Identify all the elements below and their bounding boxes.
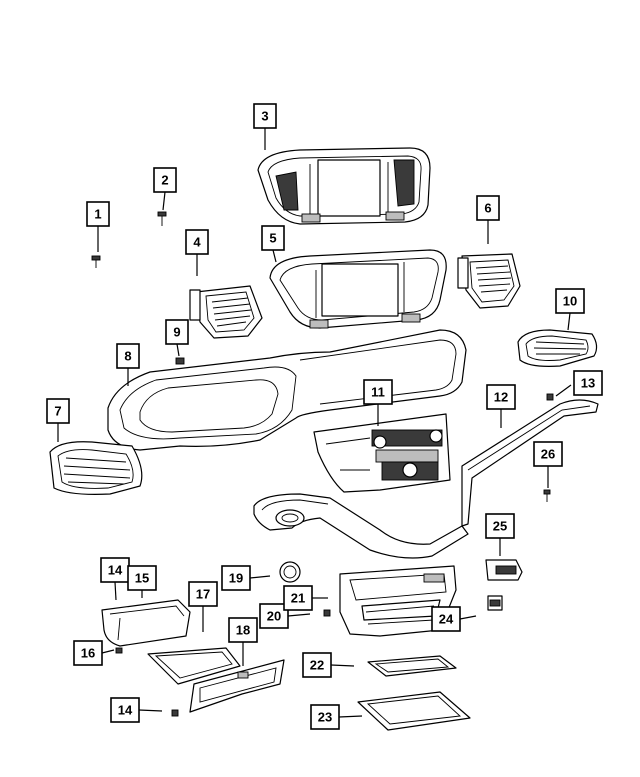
lower-trim-panel xyxy=(253,493,469,559)
air-vent-left-part-4 xyxy=(189,285,263,339)
svg-text:20: 20 xyxy=(267,609,281,624)
cluster-bezel-part-8 xyxy=(107,329,467,451)
mat-part-23 xyxy=(357,691,471,731)
screw-part-16 xyxy=(115,647,123,654)
callout-13: 13 xyxy=(573,370,603,396)
svg-text:4: 4 xyxy=(193,235,201,250)
switch-module-part-25 xyxy=(485,559,523,581)
callout-4: 4 xyxy=(185,229,209,255)
callout-14-lower: 14 xyxy=(110,697,140,723)
callout-16: 16 xyxy=(73,640,103,666)
callout-5: 5 xyxy=(261,225,285,251)
callout-2: 2 xyxy=(153,167,177,193)
svg-text:26: 26 xyxy=(541,447,555,462)
callout-1: 1 xyxy=(86,201,110,227)
callout-3: 3 xyxy=(253,103,277,129)
svg-text:11: 11 xyxy=(371,385,385,400)
svg-text:22: 22 xyxy=(310,658,324,673)
clip-part-9 xyxy=(175,357,185,365)
svg-text:10: 10 xyxy=(563,294,577,309)
callout-10: 10 xyxy=(555,288,585,314)
display-bezel-lower-part-5 xyxy=(269,249,447,329)
callout-12: 12 xyxy=(486,384,516,410)
svg-text:8: 8 xyxy=(124,349,131,364)
callout-6: 6 xyxy=(476,195,500,221)
display-bezel-upper-part-3 xyxy=(257,147,431,225)
callout-15: 15 xyxy=(127,565,157,591)
ring-part-19 xyxy=(279,561,301,583)
callout-25: 25 xyxy=(485,513,515,539)
screw-part-26 xyxy=(543,489,551,502)
callout-17: 17 xyxy=(188,581,218,607)
callout-9: 9 xyxy=(165,319,189,345)
leader-lines xyxy=(57,128,572,718)
callout-18: 18 xyxy=(228,617,258,643)
svg-text:9: 9 xyxy=(173,325,180,340)
callout-24: 24 xyxy=(431,606,461,632)
callout-21: 21 xyxy=(283,585,313,611)
fastener-part-13 xyxy=(546,393,554,401)
svg-text:17: 17 xyxy=(196,587,210,602)
callout-11: 11 xyxy=(363,379,393,405)
svg-text:23: 23 xyxy=(318,710,332,725)
fastener-part-14-lower xyxy=(171,709,179,717)
svg-text:21: 21 xyxy=(291,591,305,606)
callout-19: 19 xyxy=(221,565,251,591)
side-trim-part-12 xyxy=(461,399,599,527)
svg-text:15: 15 xyxy=(135,571,149,586)
svg-text:18: 18 xyxy=(236,623,250,638)
svg-text:12: 12 xyxy=(494,390,508,405)
svg-text:3: 3 xyxy=(261,109,268,124)
svg-text:25: 25 xyxy=(493,519,507,534)
air-vent-outboard-right-part-10 xyxy=(517,329,598,367)
svg-text:14: 14 xyxy=(108,563,123,578)
callout-26: 26 xyxy=(533,441,563,467)
svg-text:6: 6 xyxy=(484,201,491,216)
svg-text:13: 13 xyxy=(581,376,595,391)
clip-part-20 xyxy=(323,609,331,617)
mat-part-22 xyxy=(367,655,457,677)
screw-part-2 xyxy=(157,211,167,226)
svg-text:5: 5 xyxy=(269,231,276,246)
svg-text:14: 14 xyxy=(118,703,133,718)
svg-text:2: 2 xyxy=(161,173,168,188)
glove-box-liner-part-17 xyxy=(147,647,241,685)
svg-text:7: 7 xyxy=(54,404,61,419)
screw-part-1 xyxy=(91,255,101,268)
center-stack-bezel-part-11 xyxy=(313,413,451,493)
callout-14: 14 xyxy=(100,557,130,583)
callout-8: 8 xyxy=(116,343,140,369)
svg-text:1: 1 xyxy=(94,207,101,222)
air-vent-outboard-left-part-7 xyxy=(49,441,143,495)
callout-23: 23 xyxy=(310,704,340,730)
glove-box-door-part-18 xyxy=(189,659,285,713)
connector-part-24 xyxy=(487,595,503,611)
svg-text:16: 16 xyxy=(81,646,95,661)
storage-bin-part-21 xyxy=(339,565,457,637)
callout-7: 7 xyxy=(46,398,70,424)
svg-text:24: 24 xyxy=(439,612,454,627)
glove-box-bin-part-15 xyxy=(101,599,191,647)
svg-text:19: 19 xyxy=(229,571,243,586)
callout-22: 22 xyxy=(302,652,332,678)
air-vent-right-part-6 xyxy=(457,253,521,309)
